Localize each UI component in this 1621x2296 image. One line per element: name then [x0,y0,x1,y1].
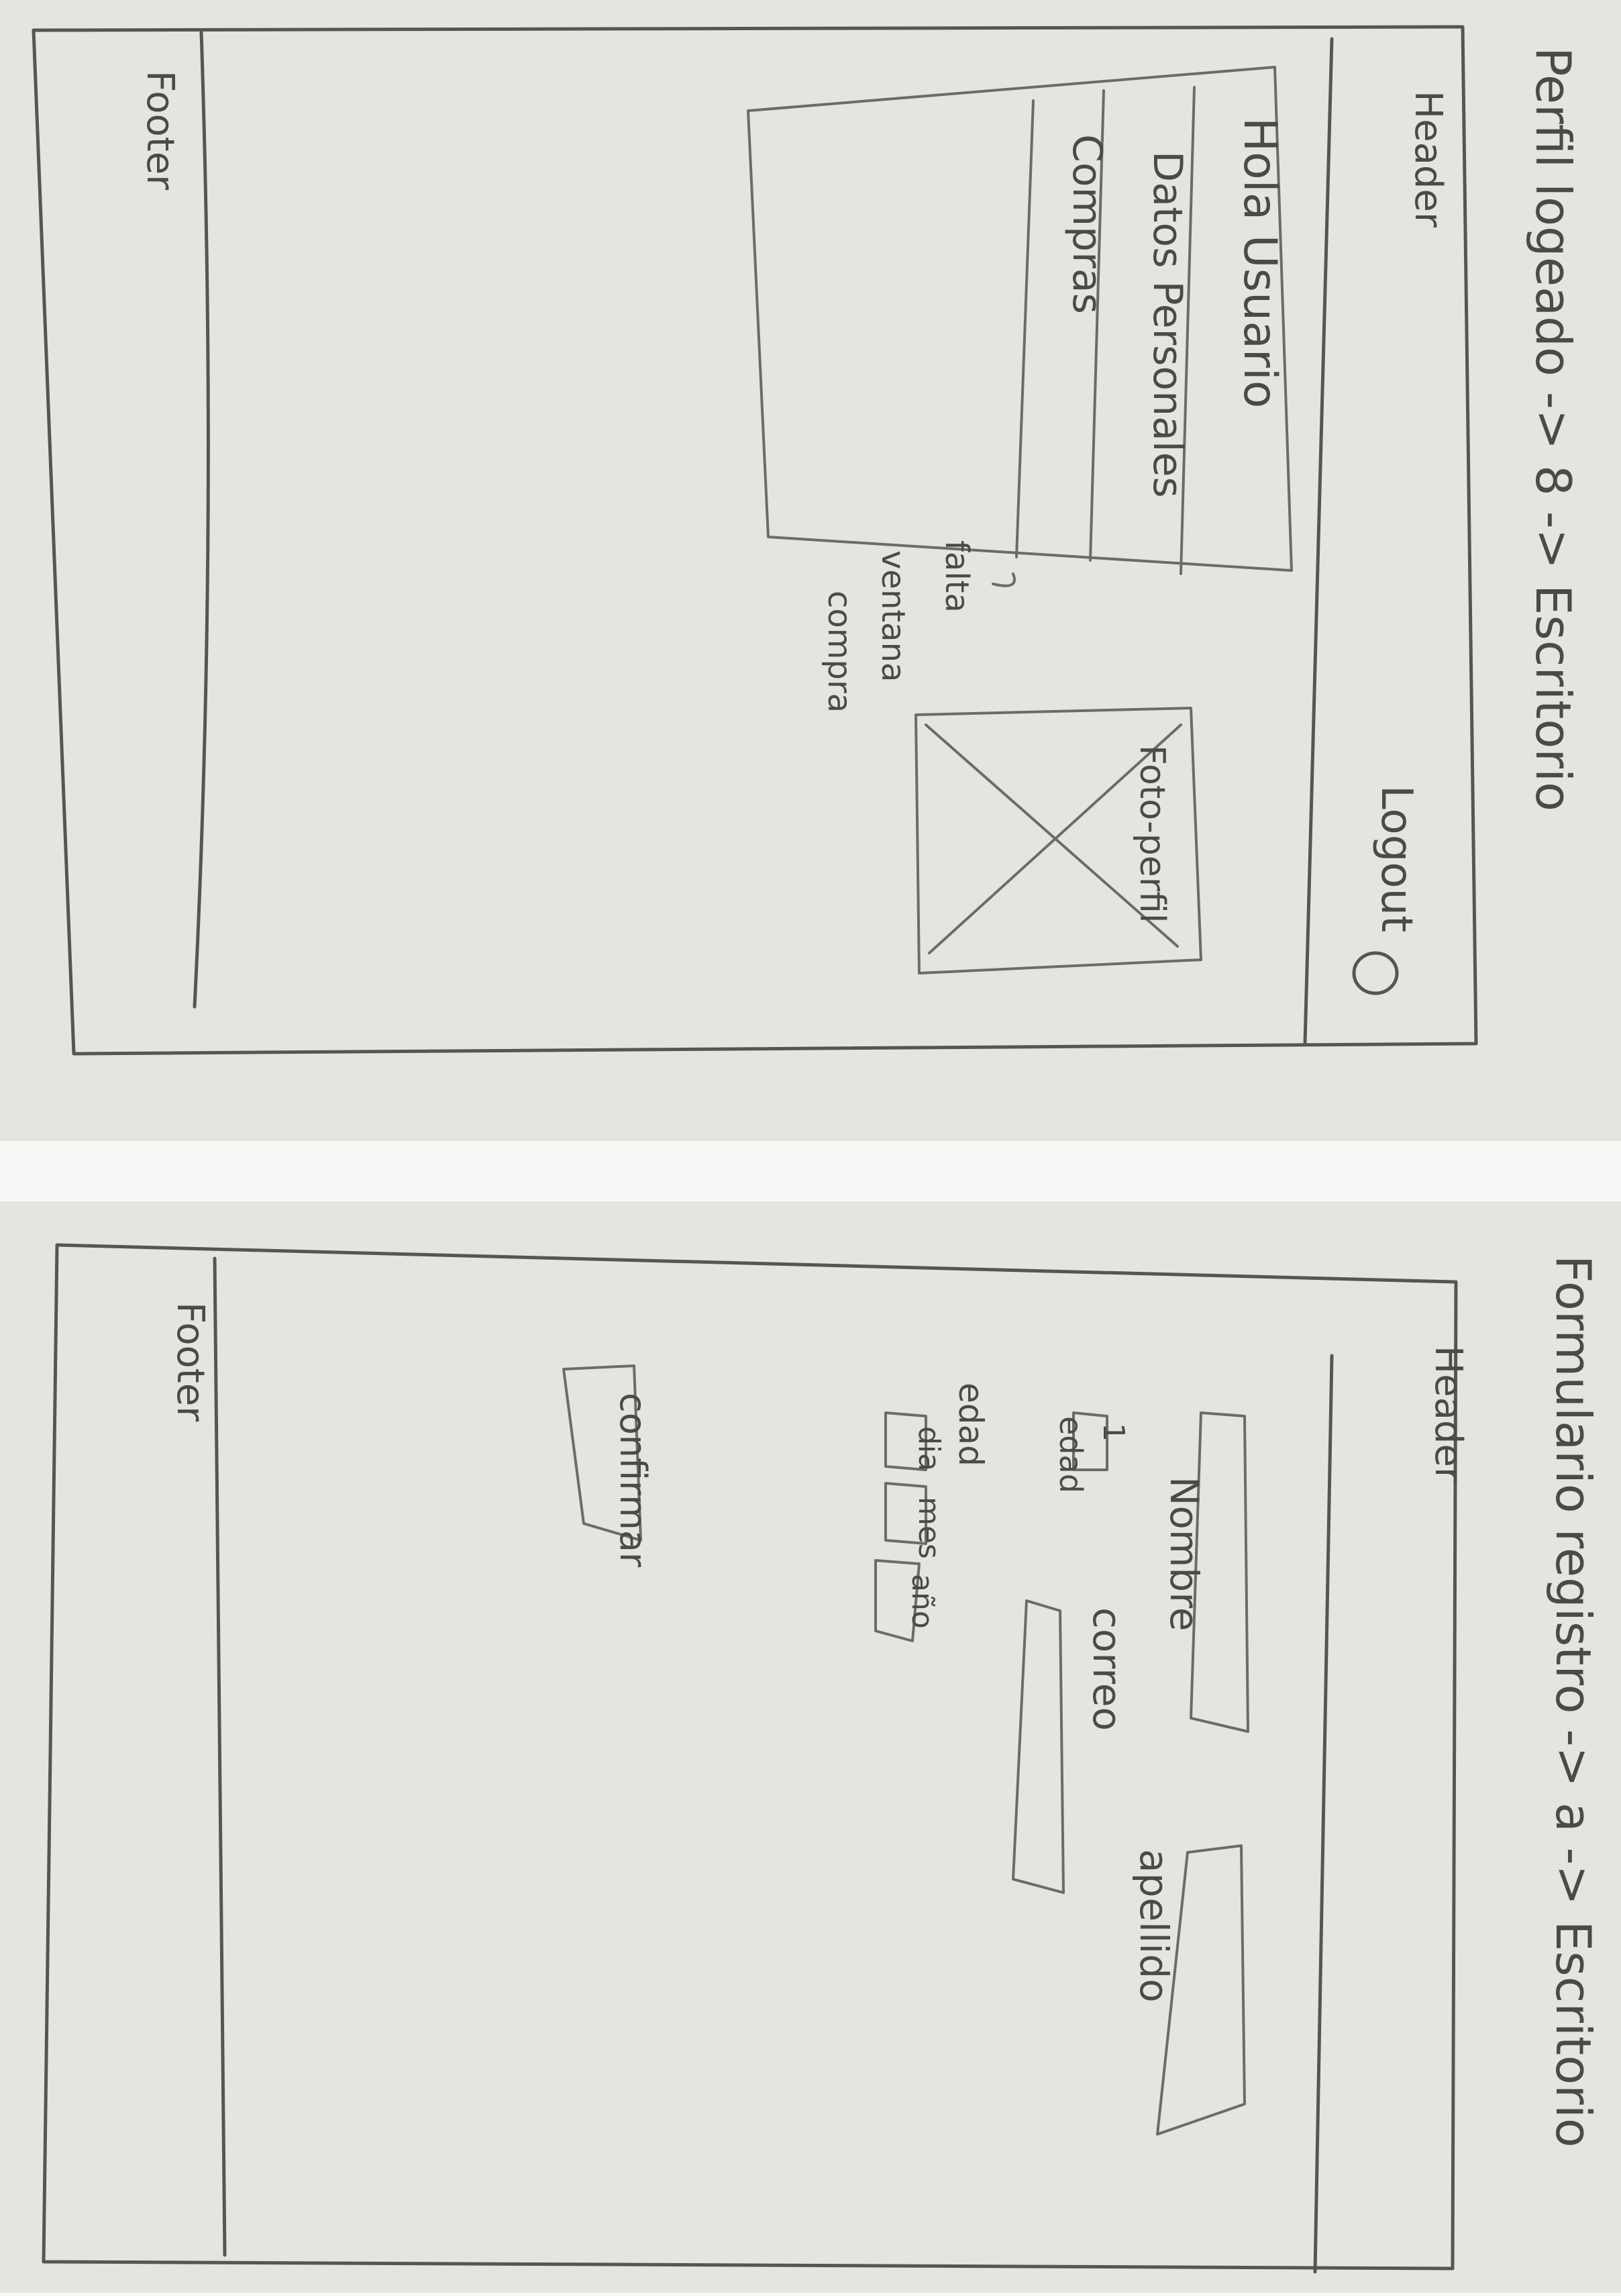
profile-photo-box [914,707,1202,975]
birthdate-day-select[interactable] [884,1411,927,1471]
user-menu-box [747,66,1293,572]
sheet-register-stage: Formulario registro -> a -> Escritorio H… [0,1201,1621,2296]
register-footer-divider [213,1256,227,2257]
email-label: correo [1084,1607,1130,1731]
profile-photo-cross-1 [925,723,1179,948]
sheet-profile-drawing: Perfil logeado -> 8 -> Escritorio Header… [32,25,1581,1056]
annotation-line-3: compra [821,591,858,713]
register-footer-label: Footer [168,1302,212,1422]
age-stepper-value[interactable]: 1 [1096,1423,1131,1442]
user-menu-row-divider-1 [1180,86,1196,575]
user-menu-item-compras[interactable]: Compras [1063,134,1110,314]
birthdate-day-label: dia [912,1426,946,1471]
user-menu-greeting: Hola Usuario [1233,117,1286,408]
profile-header-label: Header [1406,91,1450,228]
annotation-line-2: ventana [874,550,912,682]
birthdate-year-select[interactable] [874,1559,921,1642]
annotation-arrow [992,572,1016,587]
sheet-profile-stage: Perfil logeado -> 8 -> Escritorio Header… [0,0,1621,1144]
profile-page-frame [32,25,1478,1056]
profile-photo-cross-2 [928,723,1182,954]
birthdate-label: edad [951,1383,990,1466]
sketch-sheet-register: Formulario registro -> a -> Escritorio H… [0,1201,1621,2293]
register-page-frame [42,1243,1458,2270]
logout-icon[interactable] [1352,951,1399,995]
logout-label[interactable]: Logout [1371,785,1421,932]
annotation-line-1: falta [938,540,976,613]
register-sheet-title: Formulario registro -> a -> Escritorio [1545,1255,1602,2148]
confirm-button[interactable] [562,1364,642,1542]
profile-sheet-title: Perfil logeado -> 8 -> Escritorio [1525,47,1581,811]
sketch-sheet-profile: Perfil logeado -> 8 -> Escritorio Header… [0,0,1621,1141]
birthdate-month-label: mes [912,1497,946,1559]
profile-header-divider [1303,37,1334,1046]
profile-footer-label: Footer [138,70,182,191]
user-menu-row-divider-2 [1089,89,1105,562]
user-menu-row-divider-3 [1015,99,1035,558]
user-menu-item-datos[interactable]: Datos Personales [1144,151,1191,498]
first-name-label: Nombre [1161,1477,1207,1631]
birthdate-month-select[interactable] [884,1482,927,1545]
profile-photo-label: Foto-perfil [1132,745,1172,923]
register-header-label: Header [1426,1346,1470,1483]
last-name-label: apellido [1131,1849,1177,2003]
last-name-input[interactable] [1156,1844,1246,2136]
age-stepper[interactable] [1072,1411,1108,1471]
profile-footer-divider [193,30,210,1009]
age-stepper-label: edad [1053,1416,1089,1493]
register-header-divider [1313,1354,1334,2274]
confirm-button-label[interactable]: confirmar [612,1393,654,1568]
birthdate-year-label: año [905,1574,939,1629]
first-name-input[interactable] [1190,1411,1249,1733]
email-input[interactable] [1012,1599,1065,1894]
sheet-register-drawing: Formulario registro -> a -> Escritorio H… [42,1243,1602,2274]
